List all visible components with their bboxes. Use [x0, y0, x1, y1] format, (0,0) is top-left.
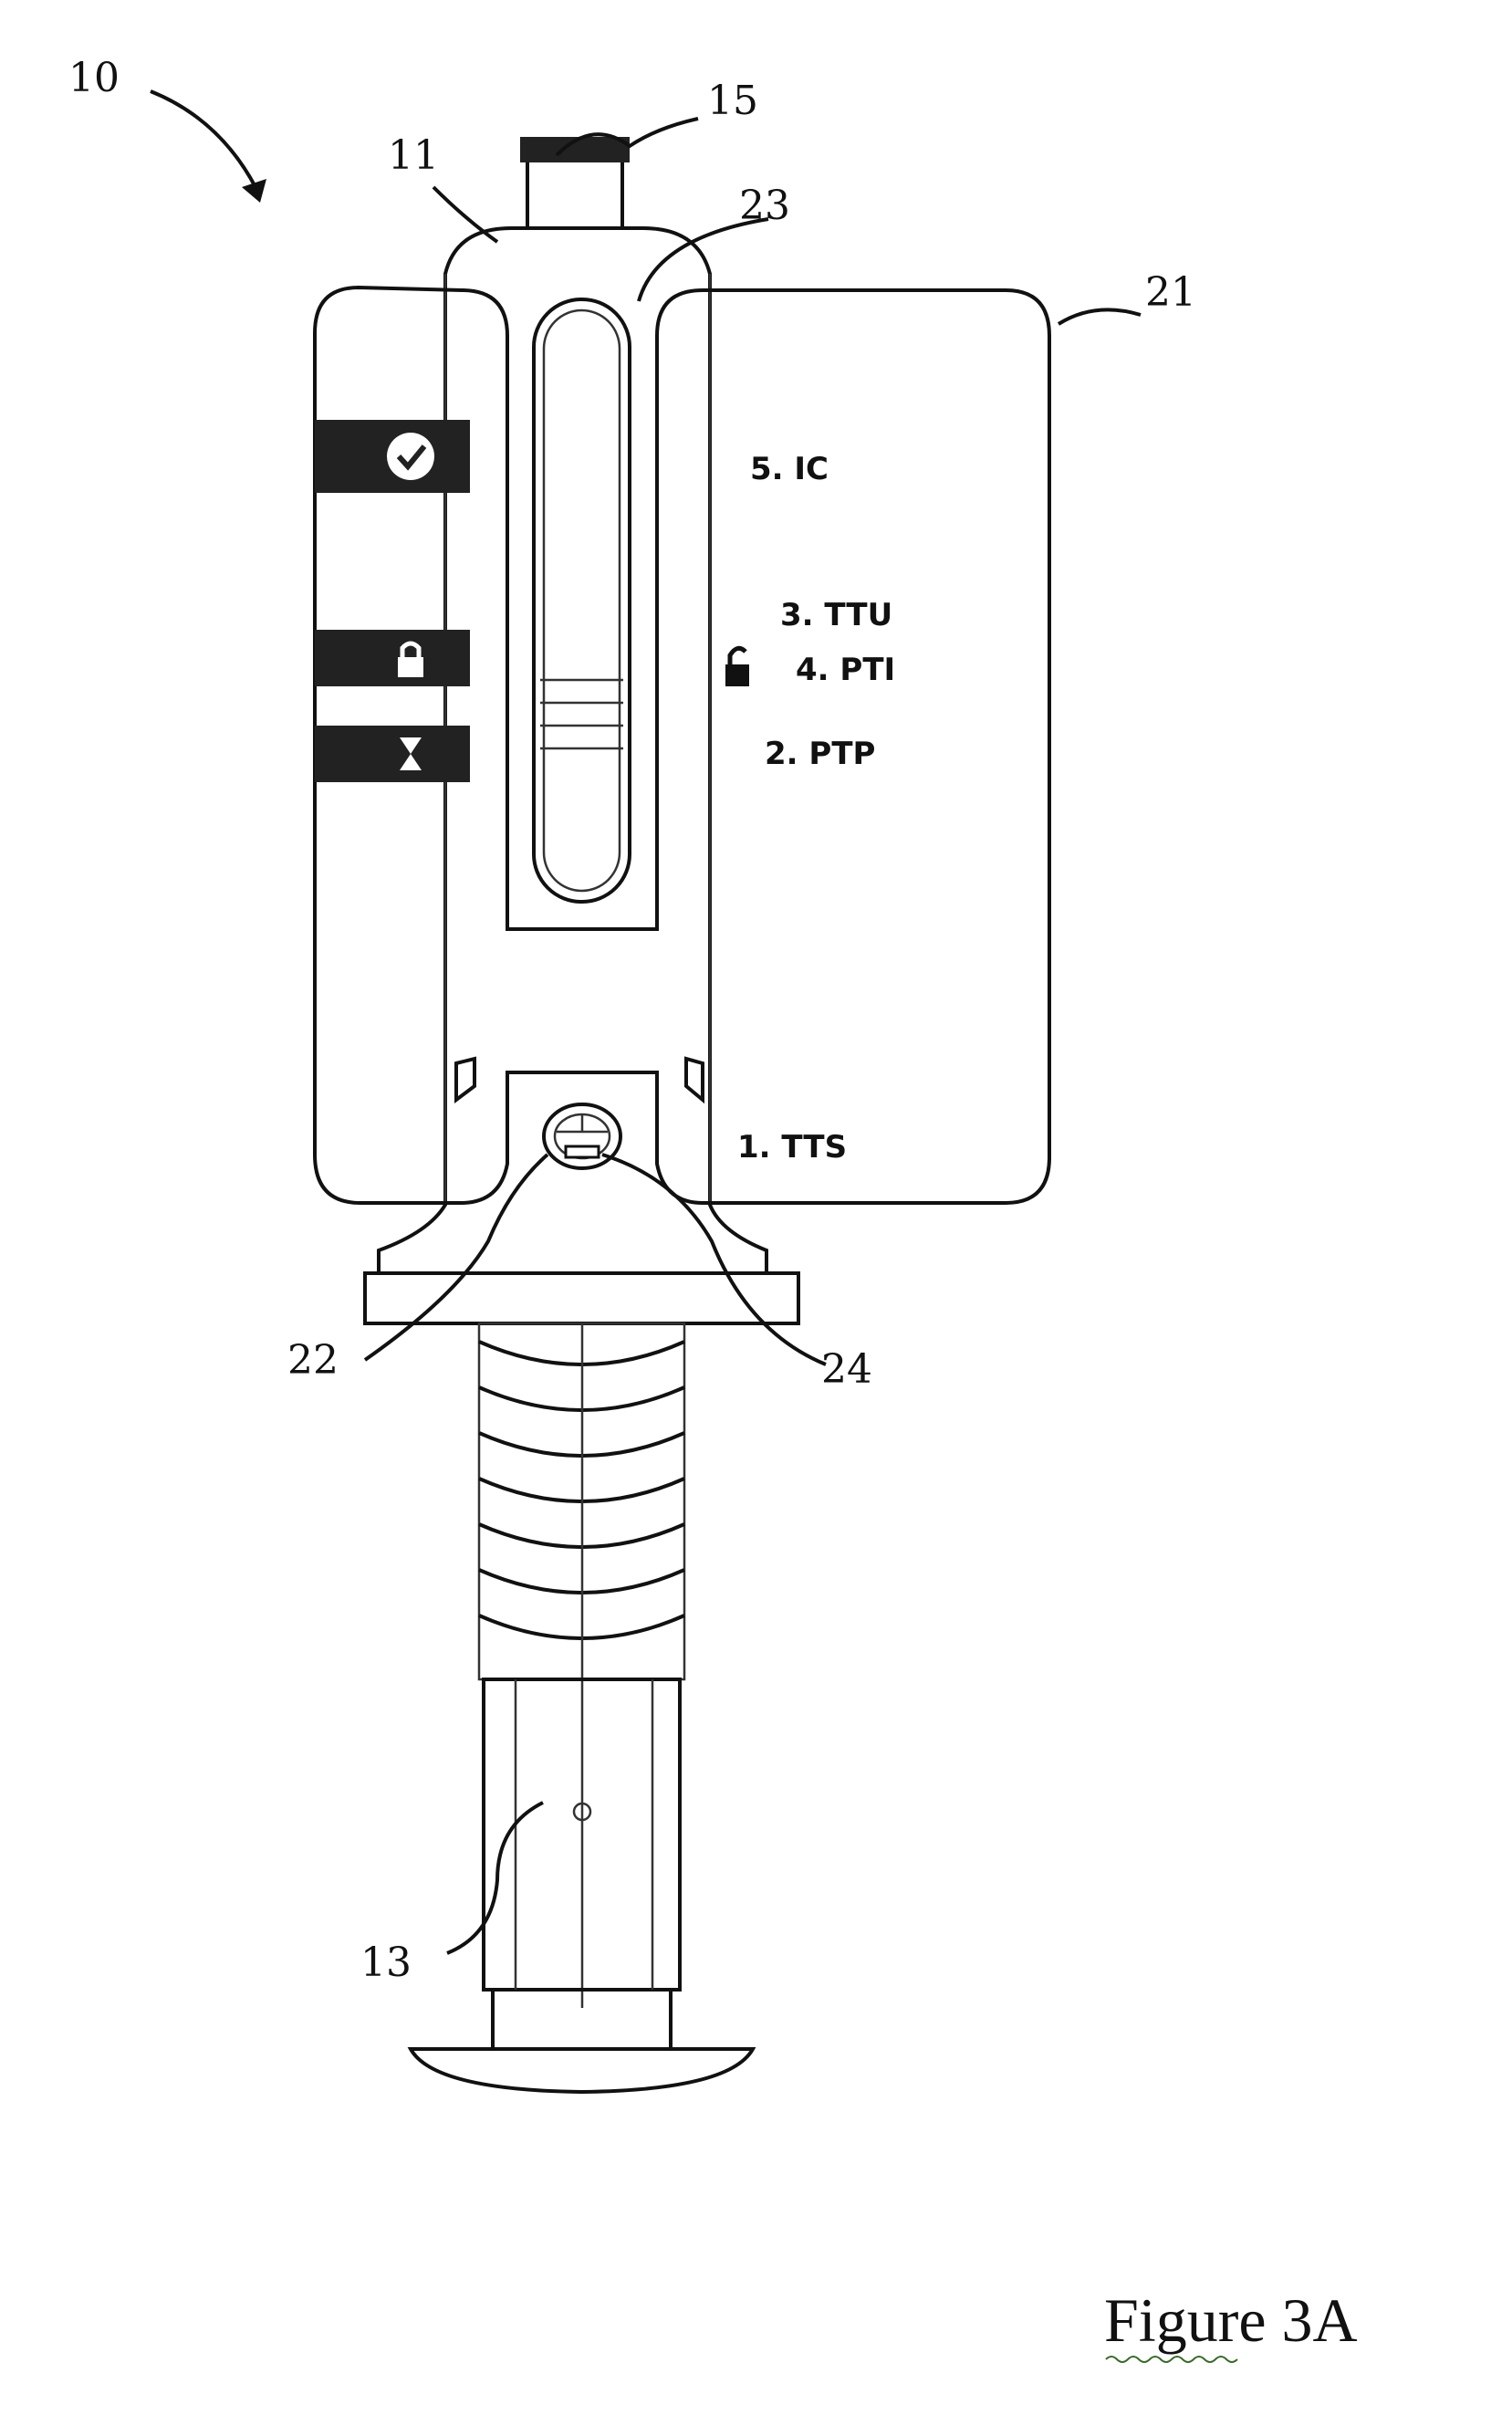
state-steps: 5. IC 3. TTU 4. PTI 2. PTP 1. TTS — [737, 451, 895, 1166]
caption-underline — [1105, 2356, 1238, 2363]
indicator-tab-locked — [315, 630, 470, 686]
leader-lines — [150, 89, 1142, 1955]
needle-guard-22 — [542, 1103, 622, 1170]
check-icon — [396, 444, 427, 471]
step-pti: 4. PTI — [796, 652, 895, 688]
label-21 — [313, 285, 1051, 1205]
step-ic: 5. IC — [750, 451, 829, 487]
ref-15: 15 — [707, 78, 758, 124]
plunger-rod-13 — [407, 1678, 756, 2095]
spring — [477, 1322, 686, 2008]
ref-22: 22 — [287, 1337, 339, 1384]
ref-11: 11 — [388, 132, 439, 179]
step-tts: 1. TTS — [737, 1129, 847, 1166]
injector-device — [313, 137, 1051, 2095]
ref-23: 23 — [739, 183, 790, 229]
indicator-24 — [564, 1145, 600, 1159]
indicator-tab-waiting — [315, 726, 470, 782]
ref-24: 24 — [821, 1346, 872, 1393]
hourglass-icon — [400, 737, 422, 770]
unlock-icon — [725, 645, 749, 686]
figure-caption: Figure 3A — [1104, 2285, 1358, 2355]
ref-21: 21 — [1145, 269, 1196, 316]
step-ptp: 2. PTP — [765, 736, 875, 772]
lock-icon — [398, 641, 423, 677]
step-ttu: 3. TTU — [780, 597, 892, 633]
indicator-tab-complete — [315, 420, 470, 493]
ref-10: 10 — [68, 55, 120, 101]
window-23 — [532, 298, 631, 904]
cap-15 — [520, 137, 630, 230]
ref-13: 13 — [360, 1939, 412, 1986]
reference-numerals: 10 15 11 23 21 22 24 13 — [68, 55, 1196, 1986]
